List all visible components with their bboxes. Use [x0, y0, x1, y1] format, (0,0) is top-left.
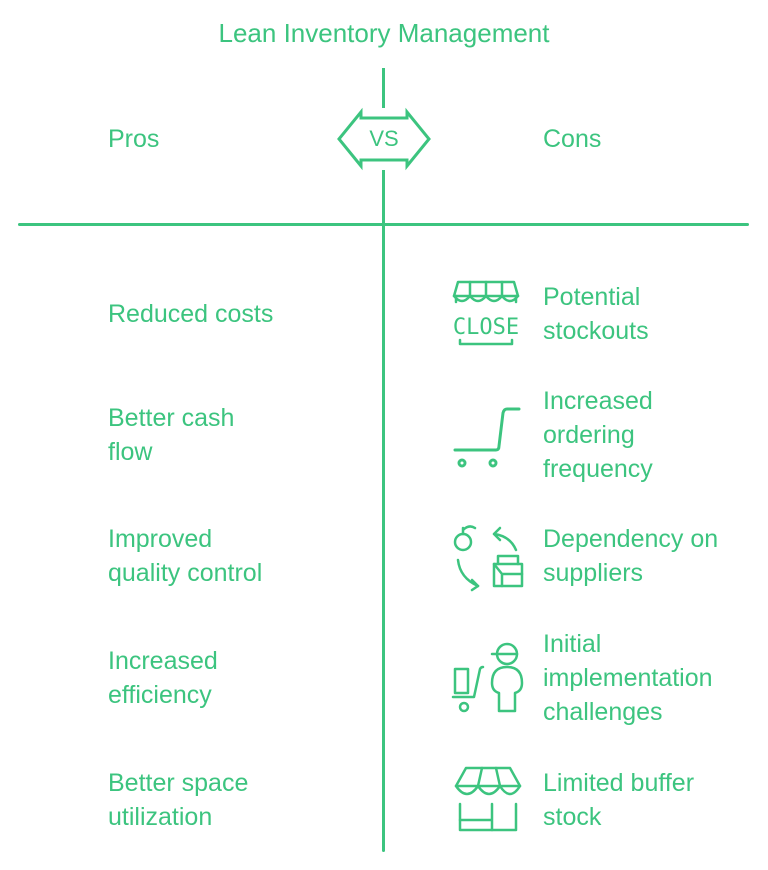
con-item-text: Limited buffer — [543, 769, 695, 797]
cons-header: Cons — [543, 125, 602, 153]
pro-item: Reduced costs — [108, 297, 273, 331]
con-item-text: ordering — [543, 421, 635, 449]
vertical-divider-top — [382, 68, 385, 108]
con-item: Potential stockouts — [543, 280, 649, 348]
vertical-divider — [382, 170, 385, 852]
pro-item-text: Improved — [108, 525, 213, 553]
pro-item-text: quality control — [108, 559, 263, 587]
vs-arrow-shape-icon — [337, 107, 431, 171]
pro-item: Improved quality control — [108, 522, 262, 590]
con-item-text: suppliers — [543, 559, 644, 587]
con-item-text: stock — [543, 803, 602, 831]
vs-label: VS — [369, 126, 399, 151]
pro-item: Better space utilization — [108, 766, 248, 834]
storefront-icon — [454, 766, 522, 832]
vs-badge: VS — [337, 104, 431, 174]
con-item-text: Increased — [543, 387, 653, 415]
closed-store-icon: CLOSE — [452, 280, 520, 346]
svg-text:CLOSE: CLOSE — [453, 315, 519, 340]
con-item-text: Initial — [543, 630, 602, 658]
supply-exchange-icon — [453, 525, 524, 592]
pro-item-text: Increased — [108, 647, 218, 675]
delivery-person-icon — [451, 642, 524, 713]
con-item: Limited buffer stock — [543, 766, 694, 834]
con-item-text: implementation — [543, 664, 713, 692]
shopping-cart-icon — [453, 407, 521, 468]
con-item: Dependency on suppliers — [543, 522, 718, 590]
pro-item-text: Reduced costs — [108, 300, 274, 328]
con-item-text: challenges — [543, 698, 663, 726]
con-item: Increased ordering frequency — [543, 384, 653, 486]
pro-item: Increased efficiency — [108, 644, 218, 712]
pro-item-text: flow — [108, 438, 153, 466]
pro-item: Better cash flow — [108, 401, 234, 469]
pro-item-text: efficiency — [108, 681, 212, 709]
diagram-title: Lean Inventory Management — [218, 18, 550, 48]
pros-header: Pros — [108, 125, 160, 153]
horizontal-divider — [18, 223, 749, 226]
pro-item-text: Better space — [108, 769, 249, 797]
pro-item-text: utilization — [108, 803, 213, 831]
con-item-text: Dependency on — [543, 525, 719, 553]
con-item-text: stockouts — [543, 317, 649, 345]
con-item: Initial implementation challenges — [543, 627, 713, 729]
con-item-text: frequency — [543, 455, 653, 483]
con-item-text: Potential — [543, 283, 641, 311]
pro-item-text: Better cash — [108, 404, 235, 432]
